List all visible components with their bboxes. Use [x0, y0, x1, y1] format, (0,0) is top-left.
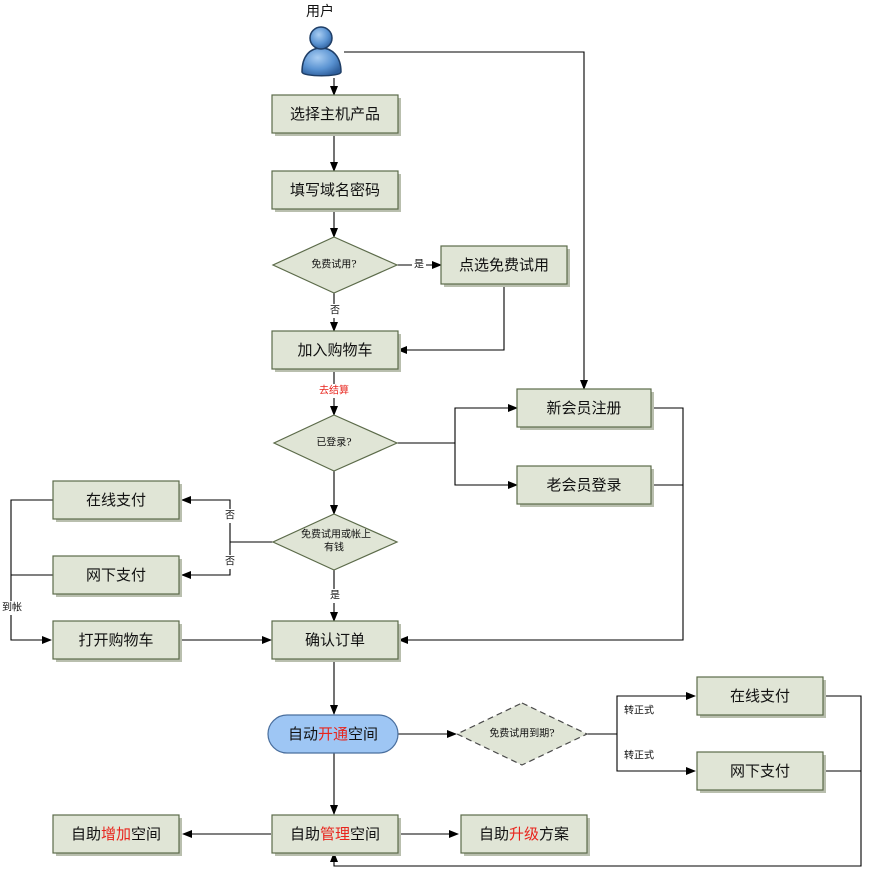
node-add-to-cart: 加入购物车: [271, 330, 401, 372]
edge-expired-online: [616, 692, 696, 734]
node-balance-decision-line1: 免费试用或帐上: [301, 528, 371, 541]
node-old-member-label: 老会员登录: [546, 476, 621, 494]
node-open-cart: 打开购物车: [52, 620, 182, 662]
label-no-2: 否: [225, 510, 235, 522]
edge-balance-online: [181, 496, 231, 542]
label-no-1: 否: [330, 305, 340, 317]
node-balance-decision: 免费试用或帐上 有钱: [271, 513, 399, 571]
node-self-add-label: 自助增加空间: [71, 825, 161, 843]
node-new-member-label: 新会员注册: [546, 399, 621, 417]
node-add-to-cart-label: 加入购物车: [297, 341, 372, 359]
node-new-member: 新会员注册: [516, 388, 654, 430]
node-auto-open-label: 自动开通空间: [288, 725, 378, 743]
node-offline-pay-1-label: 网下支付: [86, 566, 146, 584]
edge-pick-cart: [397, 284, 505, 354]
user-node: 用户: [301, 3, 342, 77]
node-free-trial-decision: 免费试用?: [271, 236, 399, 294]
node-self-upgrade-label: 自助升级方案: [479, 825, 569, 843]
node-online-pay-2: 在线支付: [696, 676, 826, 718]
edge-user-newmember: [344, 51, 588, 390]
label-to-formal-1: 转正式: [624, 704, 654, 717]
edge-loggedq-new: [454, 404, 518, 443]
node-confirm-order: 确认订单: [271, 620, 401, 662]
node-fill-domain: 填写域名密码: [271, 170, 401, 212]
node-pick-free-trial-label: 点选免费试用: [459, 256, 549, 274]
node-open-cart-label: 打开购物车: [78, 631, 153, 649]
node-offline-pay-2: 网下支付: [696, 751, 826, 793]
node-offline-pay-2-label: 网下支付: [730, 762, 790, 780]
label-checkout: 去结算: [319, 384, 349, 397]
label-yes-1: 是: [414, 259, 424, 271]
node-auto-open: 自动开通空间: [267, 714, 399, 754]
node-select-host-label: 选择主机产品: [290, 105, 380, 123]
node-free-trial-decision-label: 免费试用?: [311, 258, 356, 271]
node-logged-in-decision-label: 已登录?: [316, 436, 351, 449]
node-logged-in-decision: 已登录?: [272, 414, 399, 472]
label-to-formal-2: 转正式: [624, 749, 654, 762]
node-pick-free-trial: 点选免费试用: [440, 245, 570, 287]
label-arrived: 到帐: [2, 601, 22, 614]
edge-labels: 是 否 去结算 否 否 是 到帐 转正式 转正式: [1, 258, 658, 763]
node-online-pay-1: 在线支付: [52, 480, 182, 522]
edge-pay2-manage: [330, 695, 862, 867]
node-self-manage: 自助管理空间: [271, 814, 401, 856]
node-fill-domain-label: 填写域名密码: [290, 181, 380, 199]
connectors: [10, 51, 862, 867]
node-online-pay-1-label: 在线支付: [86, 491, 146, 509]
node-trial-expired-decision: 免费试用到期?: [455, 702, 589, 766]
node-self-add: 自助增加空间: [52, 814, 182, 856]
edge-expired-offline: [616, 734, 696, 775]
edge-balance-offline: [181, 542, 231, 579]
node-offline-pay-1: 网下支付: [52, 555, 182, 597]
node-trial-expired-decision-label: 免费试用到期?: [489, 727, 554, 740]
edge-member-confirm: [398, 407, 684, 644]
edge-loggedq-old: [454, 443, 518, 489]
node-confirm-order-label: 确认订单: [305, 631, 365, 649]
node-online-pay-2-label: 在线支付: [730, 687, 790, 705]
edge-online1-opencart: [10, 499, 53, 644]
user-person-icon: [301, 26, 342, 77]
label-no-3: 否: [225, 556, 235, 568]
label-yes-2: 是: [330, 590, 340, 602]
node-self-upgrade: 自助升级方案: [460, 814, 590, 856]
node-self-manage-label: 自助管理空间: [290, 825, 380, 843]
node-select-host: 选择主机产品: [271, 94, 401, 136]
node-balance-decision-line2: 有钱: [324, 541, 344, 554]
node-old-member: 老会员登录: [516, 465, 654, 507]
user-label: 用户: [306, 3, 334, 20]
